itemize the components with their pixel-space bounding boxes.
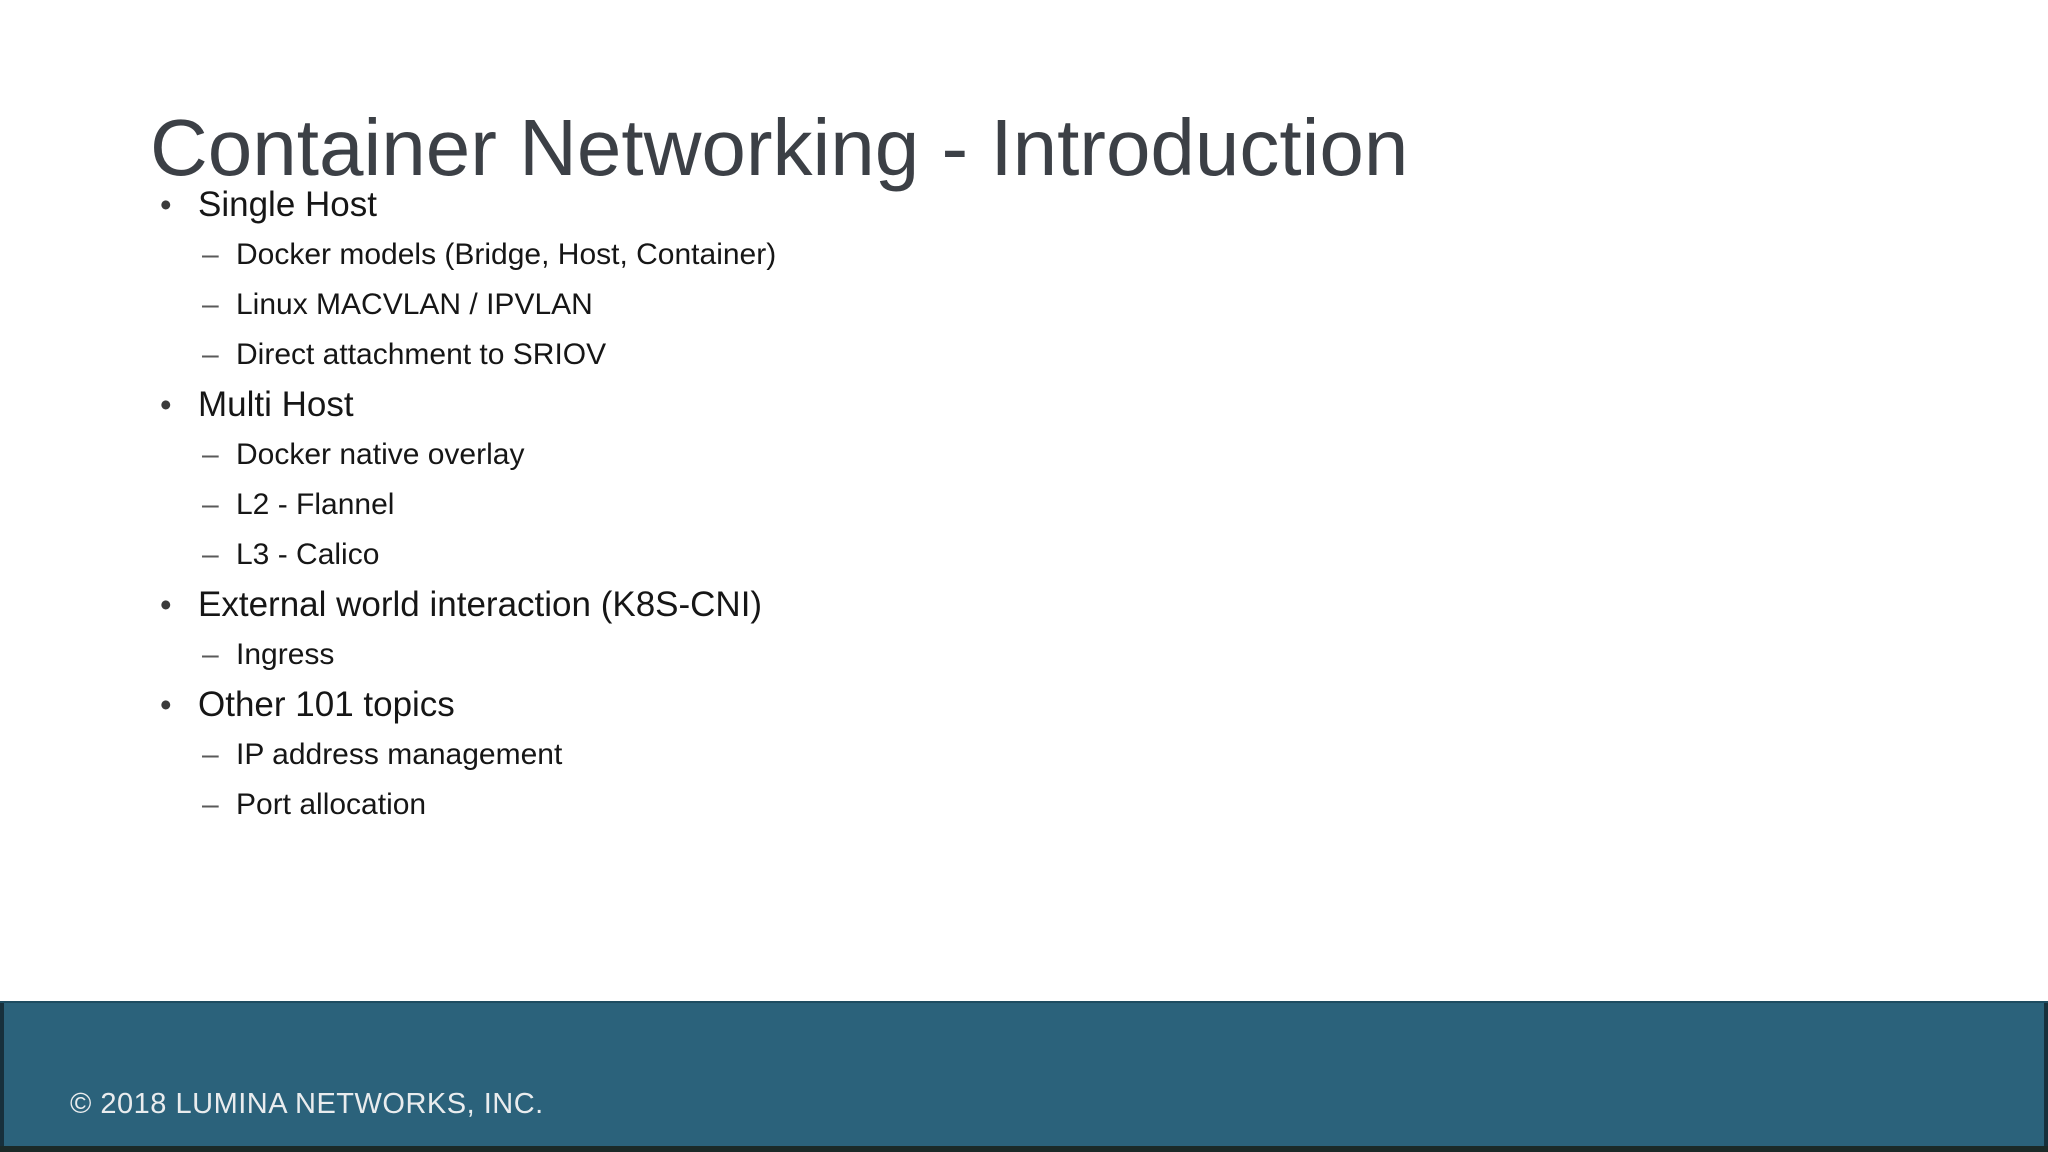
- bullet-item: • External world interaction (K8S-CNI): [160, 585, 763, 624]
- sub-bullet-item: – Docker native overlay: [202, 438, 525, 471]
- slide-title: Container Networking - Introduction: [150, 102, 1409, 192]
- bullet-dot-icon: •: [160, 686, 172, 723]
- sub-bullet-item: – Linux MACVLAN / IPVLAN: [202, 288, 593, 321]
- dash-icon: –: [202, 788, 219, 821]
- bullet-dot-icon: •: [160, 586, 172, 623]
- bottom-letterbox-bar: [0, 1146, 2048, 1152]
- sub-bullet-item: – L2 - Flannel: [202, 488, 395, 521]
- dash-icon: –: [202, 438, 219, 471]
- bullet-item: • Single Host: [160, 185, 377, 224]
- sub-bullet-item: – IP address management: [202, 738, 563, 771]
- bullet-list: • Single Host – Docker models (Bridge, H…: [0, 180, 1400, 830]
- dash-icon: –: [202, 338, 219, 371]
- dash-icon: –: [202, 488, 219, 521]
- dash-icon: –: [202, 238, 219, 271]
- bullet-item: • Other 101 topics: [160, 685, 455, 724]
- sub-bullet-item: – Docker models (Bridge, Host, Container…: [202, 238, 777, 271]
- copyright-text: © 2018 LUMINA NETWORKS, INC.: [70, 1088, 544, 1120]
- sub-bullet-item: – Direct attachment to SRIOV: [202, 338, 607, 371]
- dash-icon: –: [202, 288, 219, 321]
- bullet-dot-icon: •: [160, 386, 172, 423]
- sub-bullet-item: – Port allocation: [202, 788, 427, 821]
- dash-icon: –: [202, 638, 219, 671]
- bullet-dot-icon: •: [160, 186, 172, 223]
- footer-band: © 2018 LUMINA NETWORKS, INC. lumı na net…: [0, 1001, 2048, 1146]
- dash-icon: –: [202, 738, 219, 771]
- bullet-item: • Multi Host: [160, 385, 354, 424]
- sub-bullet-item: – Ingress: [202, 638, 335, 671]
- sub-bullet-item: – L3 - Calico: [202, 538, 380, 571]
- dash-icon: –: [202, 538, 219, 571]
